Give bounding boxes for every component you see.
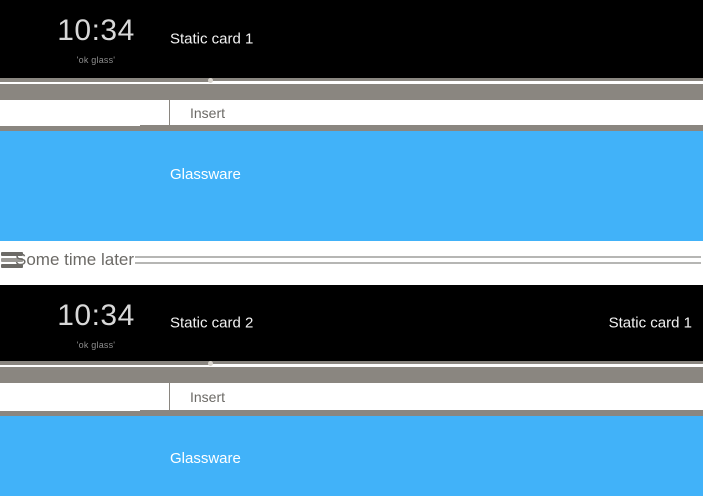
connector-band-left bbox=[0, 78, 211, 82]
glass-card-before: 10:34 'ok glass' Static card 1 bbox=[0, 0, 703, 78]
glassware-label: Glassware bbox=[170, 166, 241, 183]
clock-voice-hint: 'ok glass' bbox=[76, 55, 116, 65]
insert-strip-before: Insert bbox=[0, 100, 703, 126]
glassware-label-after: Glassware bbox=[170, 450, 241, 467]
connector-hairline-after bbox=[0, 365, 211, 367]
static-card-1-label: Static card 1 bbox=[608, 314, 692, 332]
connector-band-right bbox=[211, 78, 703, 81]
clock-time-after: 10:34 bbox=[57, 299, 135, 332]
glassware-panel-before: Glassware bbox=[0, 131, 703, 241]
clock-block-after: 10:34 'ok glass' bbox=[36, 299, 156, 351]
static-card-label: Static card 1 bbox=[170, 30, 254, 48]
insert-band-right-after bbox=[140, 410, 703, 416]
insert-divider bbox=[169, 100, 170, 126]
glassware-panel-after: Glassware bbox=[0, 416, 703, 496]
clock-block: 10:34 'ok glass' bbox=[36, 14, 156, 66]
some-time-later-label: Some time later bbox=[15, 249, 135, 269]
insert-band-left-after bbox=[0, 411, 140, 416]
card-stack-icon bbox=[1, 251, 23, 268]
connector-band-wide bbox=[0, 84, 703, 100]
insert-label: Insert bbox=[190, 105, 226, 121]
insert-strip-after: Insert bbox=[0, 383, 703, 410]
connector-band-left-after bbox=[0, 361, 211, 365]
glass-card-after: 10:34 'ok glass' Static card 2 Static ca… bbox=[0, 285, 703, 361]
connector-hairline bbox=[0, 82, 211, 84]
insert-band-right bbox=[140, 125, 703, 131]
connector-band-wide-after bbox=[0, 367, 703, 383]
connector-band-right-after bbox=[211, 361, 703, 364]
clock-voice-hint-after: 'ok glass' bbox=[76, 340, 116, 350]
clock-time: 10:34 bbox=[57, 14, 135, 47]
separator-rule bbox=[135, 256, 701, 263]
connector-node-after bbox=[208, 361, 213, 366]
insert-band-left bbox=[0, 126, 140, 131]
static-card-2-label: Static card 2 bbox=[170, 314, 254, 332]
connector-node bbox=[208, 78, 213, 83]
some-time-later-separator: Some time later bbox=[0, 241, 703, 278]
insert-label-after: Insert bbox=[190, 388, 226, 405]
insert-divider-after bbox=[169, 383, 170, 410]
